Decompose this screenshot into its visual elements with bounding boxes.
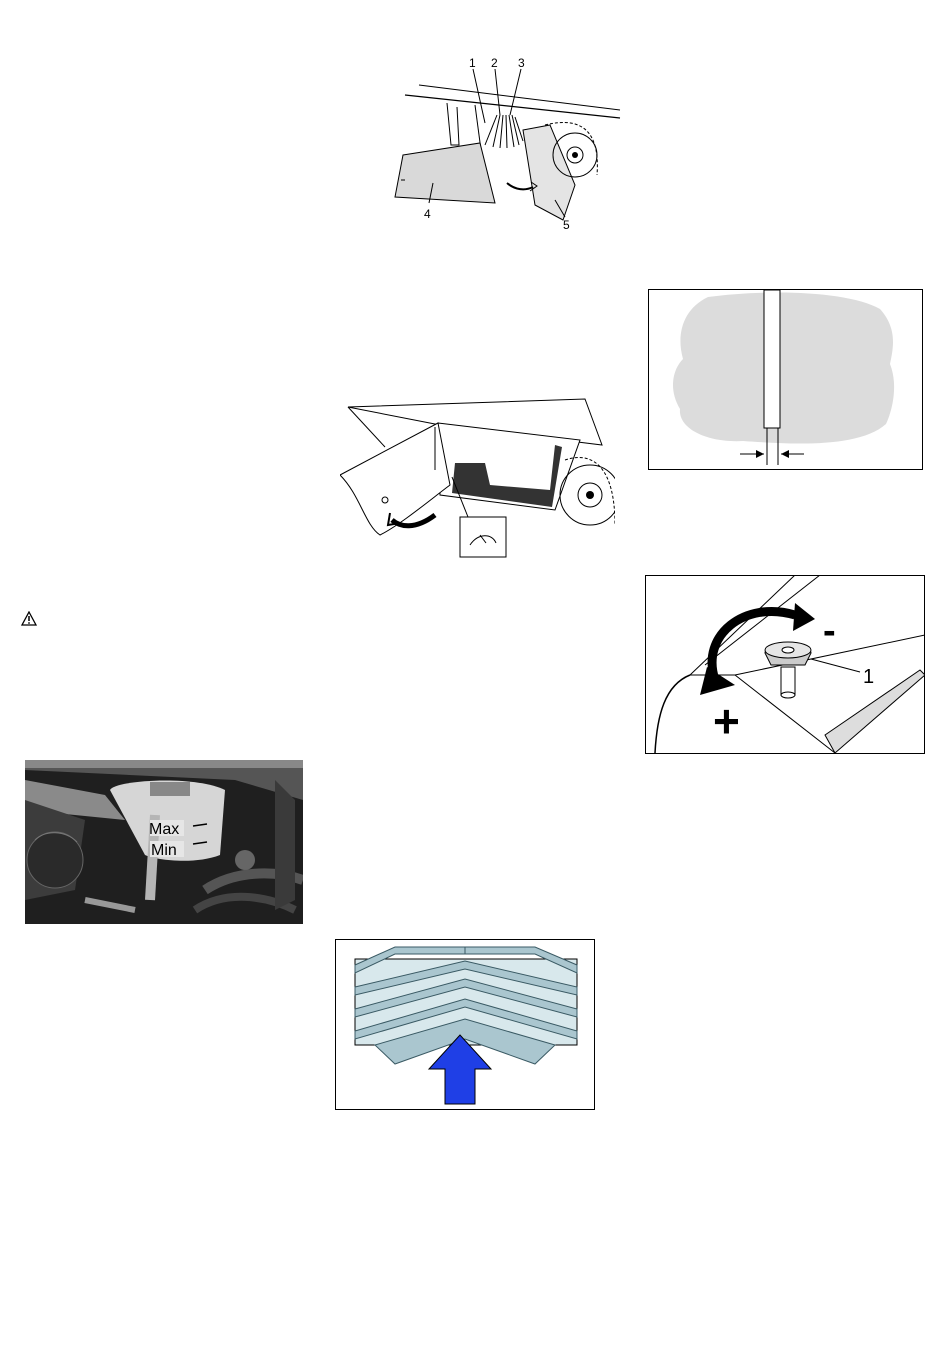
- callout-1: 1: [863, 666, 874, 688]
- callout-4: 4: [424, 207, 431, 221]
- plus-sign: +: [713, 695, 740, 747]
- callout-2: 2: [491, 56, 498, 70]
- callout-3: 3: [518, 56, 525, 70]
- callout-5: 5: [563, 218, 570, 232]
- minus-sign: -: [823, 610, 836, 652]
- warning-triangle-icon: [21, 611, 37, 631]
- figure-cover-panel: [340, 385, 615, 560]
- max-label: Max: [149, 821, 179, 838]
- callout-1: 1: [469, 56, 476, 70]
- min-label: Min: [151, 842, 177, 859]
- figure-side-brush: 1 2 3 4 5: [385, 55, 625, 235]
- figure-reservoir-photo: Max Min: [25, 760, 303, 924]
- figure-filter-folds: [335, 939, 595, 1110]
- figure-brush-clearance: [648, 289, 923, 470]
- figure-adjust-knob: 1 - +: [645, 575, 925, 754]
